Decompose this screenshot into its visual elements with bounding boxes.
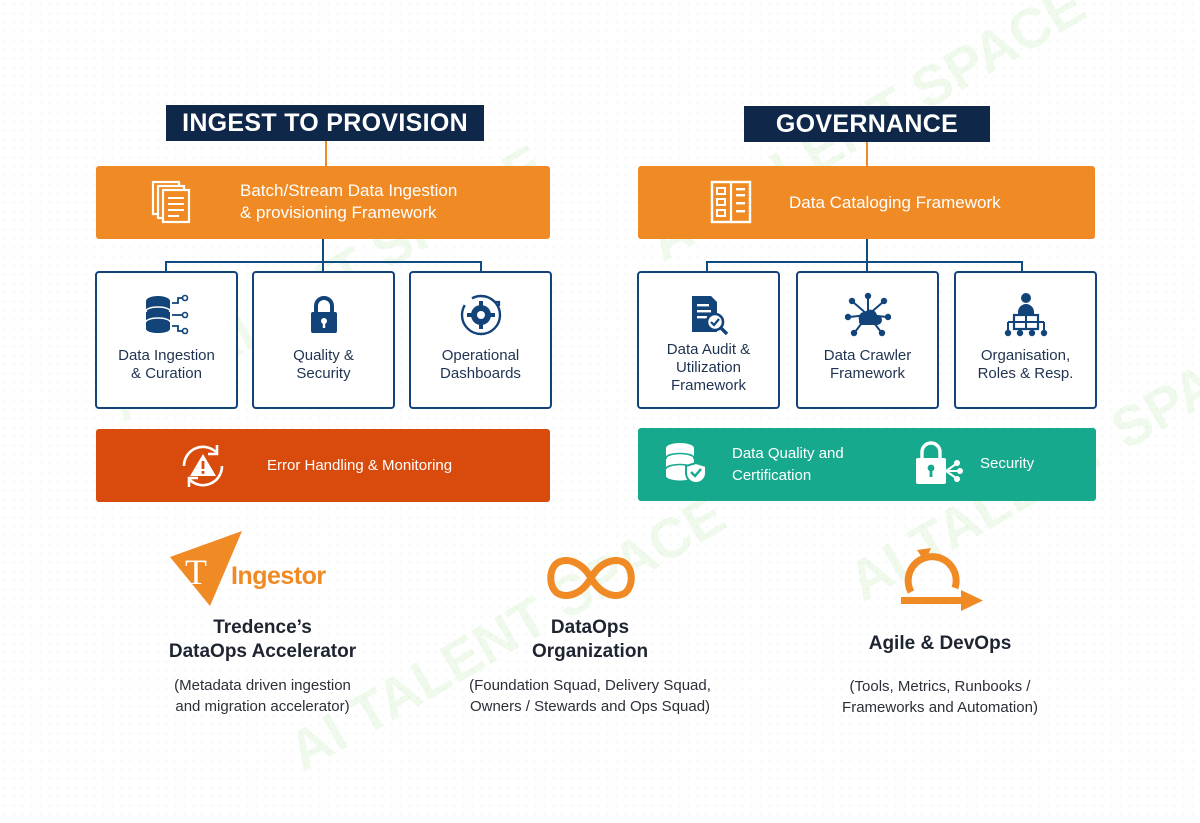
ingest-tree-stem [322,239,324,262]
network-crawler-icon [844,292,891,337]
warning-refresh-icon [176,440,230,497]
error-handling-label: Error Handling & Monitoring [267,457,453,474]
lock-icon [309,293,339,337]
card-label: Data Ingestion & Curation [118,347,215,382]
ingest-header: INGEST TO PROVISION [166,105,484,141]
agile-devops-title: Agile & DevOps [868,633,1012,654]
error-handling-bar: Error Handling & Monitoring [96,429,550,502]
ingest-tree-center [322,261,324,271]
governance-tree-stem [866,239,868,262]
card-data-audit: Data Audit & Utilization Framework [637,271,780,409]
documents-icon [151,180,191,229]
accelerator-title: Tredence’s DataOps Accelerator [168,617,357,662]
ingestor-logo-text: Ingestor [231,562,326,590]
accelerator-description: (Metadata driven ingestion and migration… [174,677,351,715]
ingestor-logo: T Ingestor [168,531,333,606]
dataops-org-title: DataOps Organization [531,617,649,662]
card-organisation-roles: Organisation, Roles & Resp. [954,271,1097,409]
ingest-header-connector [325,141,327,166]
gear-dashboard-icon [459,293,503,337]
infinity-icon [544,554,638,607]
card-label: Organisation, Roles & Resp. [977,347,1074,382]
agile-devops-description: (Tools, Metrics, Runbooks / Frameworks a… [842,678,1038,716]
padlock-network-icon [914,440,964,493]
ingestion-framework-label: Batch/Stream Data Ingestion & provisioni… [240,181,458,222]
card-label: Operational Dashboards [440,347,521,382]
quality-security-bar: Data Quality and Certification Security [638,428,1096,501]
agile-cycle-icon [897,546,989,623]
quality-certification-label: Data Quality and Certification [732,445,844,484]
governance-header-text: GOVERNANCE [775,109,959,138]
ingestion-framework-bar: Batch/Stream Data Ingestion & provisioni… [96,166,550,239]
ingestor-triangle-icon [170,531,242,606]
card-data-ingestion: Data Ingestion & Curation [95,271,238,409]
org-chart-icon [1004,293,1048,337]
audit-document-icon [689,293,729,337]
card-label: Data Audit & Utilization Framework [666,341,751,394]
card-label: Quality & Security [293,347,354,382]
ingestor-logo-letter: T [185,552,207,592]
dataops-org-description: (Foundation Squad, Delivery Squad, Owner… [469,677,711,715]
card-operational-dashboards: Operational Dashboards [409,271,552,409]
database-icon [144,293,190,337]
database-check-icon [664,441,708,492]
ingest-header-text: INGEST TO PROVISION [182,108,468,137]
governance-header: GOVERNANCE [744,106,990,142]
cataloging-framework-bar: Data Cataloging Framework [638,166,1095,239]
card-label: Data Crawler Framework [823,347,912,382]
catalog-icon [710,180,752,229]
card-quality-security: Quality & Security [252,271,395,409]
card-data-crawler: Data Crawler Framework [796,271,939,409]
security-label: Security [980,455,1035,472]
governance-header-connector [866,142,868,166]
cataloging-framework-label: Data Cataloging Framework [789,193,1001,212]
governance-tree-branch [706,261,1023,271]
governance-tree-center [866,261,868,271]
